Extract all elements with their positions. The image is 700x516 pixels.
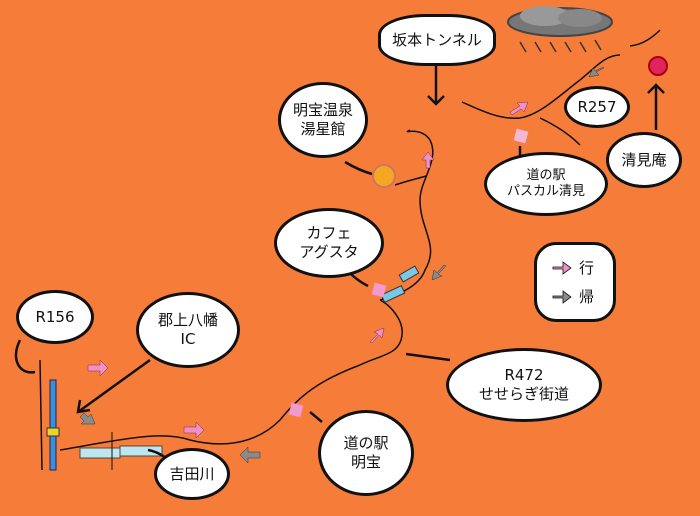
label-r472-seseragi: R472 せせらぎ街道 (446, 348, 602, 422)
go-arrow-icon (552, 260, 572, 275)
legend: 行 帰 (534, 242, 616, 322)
label-kiyomi-an: 清見庵 (606, 132, 682, 188)
label-sakamoto-tunnel: 坂本トンネル (378, 14, 496, 66)
label-michinoeki-meiho: 道の駅 明宝 (318, 410, 414, 496)
legend-go-label: 行 (579, 259, 595, 277)
label-meiho-onsen: 明宝温泉 湯星館 (278, 82, 368, 158)
meiho-onsen-marker (372, 164, 396, 188)
label-r257: R257 (564, 86, 630, 128)
return-arrow-icon (552, 289, 572, 304)
kiyomi-an-marker (648, 56, 668, 76)
legend-go: 行 (551, 257, 613, 278)
legend-return-label: 帰 (579, 288, 595, 306)
rain-cloud-icon (507, 6, 613, 53)
label-michinoeki-pascal-kiyomi: 道の駅 パスカル清見 (484, 152, 608, 216)
label-yoshida-river: 吉田川 (154, 448, 230, 500)
road-r472 (59, 129, 434, 451)
legend-return: 帰 (551, 286, 613, 307)
label-gujo-hachiman-ic: 郡上八幡 IC (136, 292, 240, 368)
label-r156: R156 (16, 290, 94, 344)
road-r257 (461, 54, 621, 119)
label-cafe-augusta: カフェ アグスタ (274, 208, 384, 278)
yoshida-river-icon (79, 432, 163, 470)
